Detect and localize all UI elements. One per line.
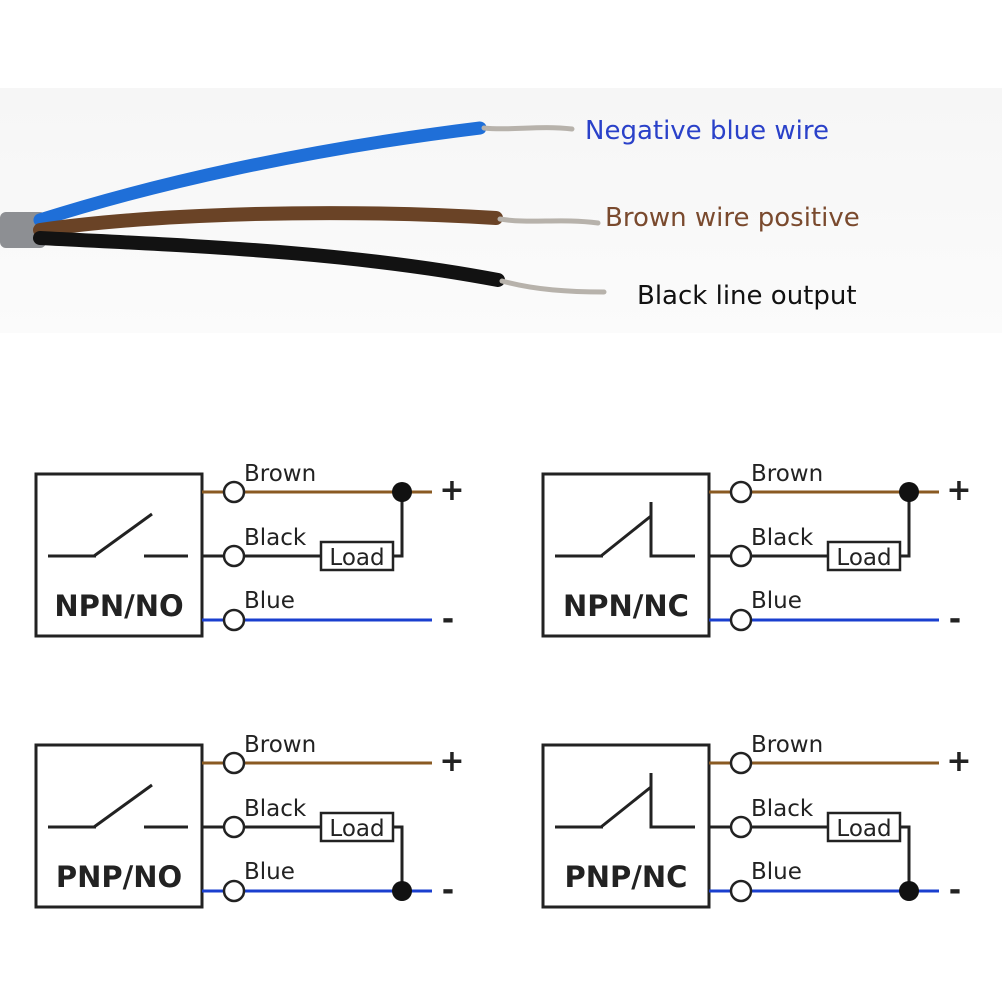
brown-wire-label: Brown wire positive bbox=[605, 203, 860, 233]
load-connection bbox=[393, 492, 404, 558]
switch-blade bbox=[600, 514, 652, 558]
blue-terminal bbox=[222, 608, 246, 632]
brown-label: Brown bbox=[751, 461, 823, 487]
junction-dot bbox=[899, 482, 919, 502]
brown-label: Brown bbox=[244, 461, 316, 487]
black-terminal bbox=[222, 815, 246, 839]
load-connection bbox=[900, 825, 911, 891]
load-label: Load bbox=[329, 545, 384, 571]
blue-terminal bbox=[729, 608, 753, 632]
minus-sign: - bbox=[442, 873, 454, 908]
black-wire-label: Black line output bbox=[637, 281, 857, 311]
plus-sign: + bbox=[439, 744, 464, 779]
diagram-title: PNP/NO bbox=[56, 860, 182, 894]
blue-terminal bbox=[729, 879, 753, 903]
switch-blade bbox=[93, 512, 153, 558]
plus-sign: + bbox=[946, 473, 971, 508]
blue-label: Blue bbox=[751, 859, 802, 885]
cable-illustration bbox=[0, 121, 607, 295]
switch-blade bbox=[600, 785, 652, 829]
load-label: Load bbox=[329, 816, 384, 842]
blue-label: Blue bbox=[751, 588, 802, 614]
blue-wire-strands bbox=[481, 125, 575, 132]
brown-terminal bbox=[729, 751, 753, 775]
black-terminal bbox=[222, 544, 246, 568]
load-connection bbox=[393, 825, 404, 891]
brown-wire-strands bbox=[497, 216, 601, 226]
plus-sign: + bbox=[946, 744, 971, 779]
blue-wire-label: Negative blue wire bbox=[585, 116, 830, 146]
black-terminal bbox=[729, 815, 753, 839]
brown-label: Brown bbox=[244, 732, 316, 758]
black-label: Black bbox=[244, 796, 307, 822]
minus-sign: - bbox=[949, 873, 961, 908]
plus-sign: + bbox=[439, 473, 464, 508]
blue-terminal bbox=[222, 879, 246, 903]
load-label: Load bbox=[836, 545, 891, 571]
minus-sign: - bbox=[442, 602, 454, 637]
black-label: Black bbox=[244, 525, 307, 551]
load-box bbox=[826, 811, 902, 843]
black-terminal bbox=[729, 544, 753, 568]
junction-dot bbox=[392, 482, 412, 502]
switch-contact bbox=[649, 502, 695, 558]
junction-dot bbox=[899, 881, 919, 901]
switch-blade bbox=[93, 783, 153, 829]
blue-label: Blue bbox=[244, 859, 295, 885]
black-wire-strands bbox=[499, 278, 607, 295]
black-label: Black bbox=[751, 796, 814, 822]
brown-terminal bbox=[222, 480, 246, 504]
diagram-title: NPN/NO bbox=[54, 589, 183, 623]
junction-dot bbox=[392, 881, 412, 901]
brown-terminal bbox=[729, 480, 753, 504]
brown-wire bbox=[33, 206, 503, 237]
load-box bbox=[826, 540, 902, 572]
blue-wire bbox=[33, 121, 487, 227]
brown-terminal bbox=[222, 751, 246, 775]
load-connection bbox=[900, 492, 911, 558]
blue-label: Blue bbox=[244, 588, 295, 614]
brown-label: Brown bbox=[751, 732, 823, 758]
black-wire bbox=[33, 231, 505, 287]
load-label: Load bbox=[836, 816, 891, 842]
black-label: Black bbox=[751, 525, 814, 551]
cable-photo bbox=[0, 88, 1002, 333]
diagram-title: NPN/NC bbox=[563, 589, 689, 623]
switch-contact bbox=[649, 773, 695, 829]
diagram-title: PNP/NC bbox=[565, 860, 688, 894]
minus-sign: - bbox=[949, 602, 961, 637]
